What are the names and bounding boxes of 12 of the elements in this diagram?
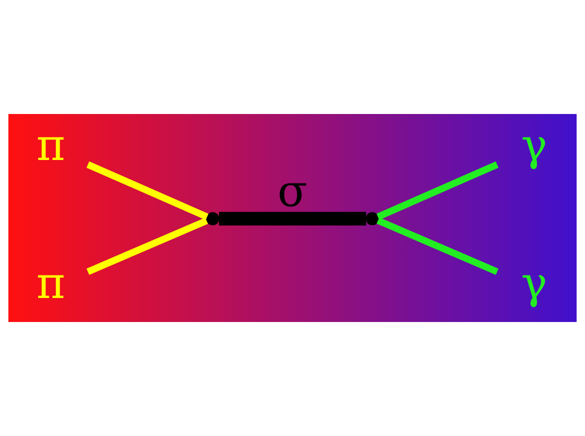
node-text: π	[36, 258, 66, 310]
connector	[86, 161, 208, 220]
node-point	[206, 212, 220, 226]
connector	[218, 212, 366, 226]
node-text: γ	[521, 258, 548, 310]
edge-label: σ	[278, 166, 308, 217]
connector	[86, 218, 208, 275]
node-point	[366, 212, 379, 226]
node-text: γ	[521, 120, 548, 171]
connector	[376, 217, 498, 275]
connector	[376, 161, 498, 220]
node-text: π	[36, 120, 66, 171]
